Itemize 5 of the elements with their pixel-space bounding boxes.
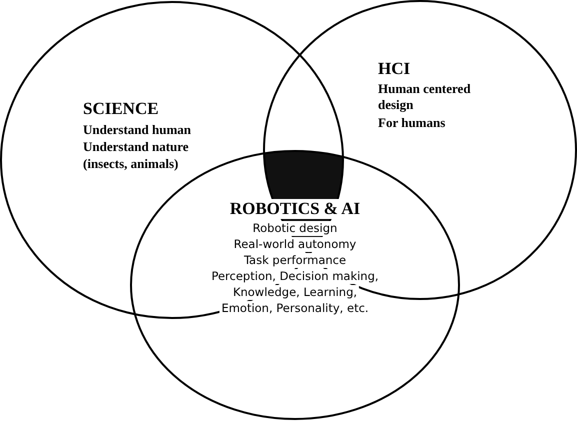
circle-text: Robotic design [250,221,340,236]
circle-text: Task performance [242,253,348,268]
circle-text: Real-world autonomy [232,237,358,252]
circle-heading: ROBOTICS & AI [228,199,362,219]
circle-text: (insects, animals) [81,156,180,172]
